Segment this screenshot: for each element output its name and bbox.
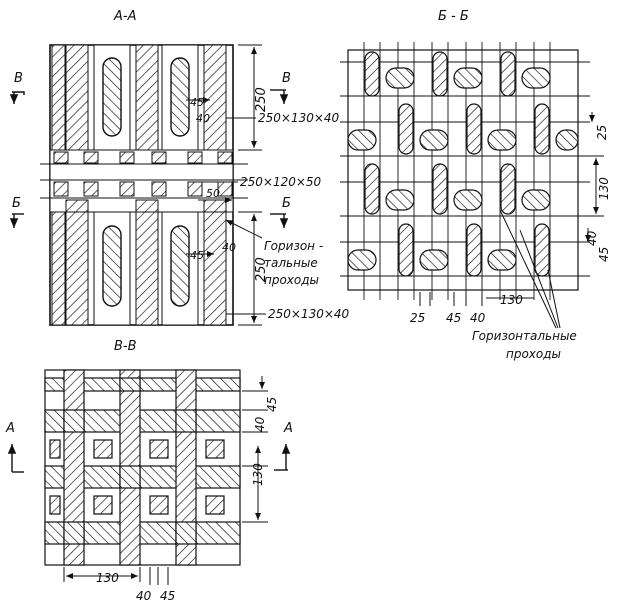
bb-outline: [347, 49, 579, 291]
svg-text:130: 130: [251, 463, 265, 486]
aa-passages-label-1: Горизон -: [264, 239, 323, 253]
svg-text:25: 25: [595, 125, 609, 140]
section-vv-title: В-В: [114, 339, 137, 354]
marker-a-left: А: [5, 421, 24, 473]
section-bb: Б - Б: [340, 9, 611, 361]
section-bb-title: Б - Б: [438, 9, 469, 24]
svg-text:45: 45: [160, 589, 175, 603]
aa-passages-label-3: проходы: [264, 273, 319, 287]
svg-text:Б: Б: [282, 196, 291, 211]
svg-text:130: 130: [500, 293, 523, 307]
svg-text:45: 45: [597, 247, 611, 262]
svg-text:А: А: [5, 421, 15, 436]
svg-text:40: 40: [136, 589, 152, 603]
aa-dimensions: 250 250 45 40 50 45 40: [186, 44, 269, 326]
svg-text:В: В: [282, 71, 291, 86]
svg-text:45: 45: [265, 397, 279, 412]
bb-passages-label-1: Горизонтальные: [472, 329, 577, 343]
aa-middle-band: [40, 149, 248, 213]
aa-passages-label-2: тальные: [264, 256, 318, 270]
bb-dimensions-right: 25 130 40 45: [580, 112, 611, 262]
svg-text:250: 250: [254, 87, 269, 112]
marker-b-left: Б: [9, 196, 24, 228]
svg-text:45: 45: [446, 311, 461, 325]
vv-dimensions-right: 45 40 130: [242, 376, 279, 523]
svg-text:40: 40: [196, 112, 210, 125]
svg-text:40: 40: [585, 230, 599, 246]
marker-a-right: А: [274, 421, 293, 471]
aa-brick-bot-label: 250×130×40: [268, 307, 350, 321]
aa-bottom-bricks: [51, 211, 227, 326]
svg-text:45: 45: [190, 96, 204, 109]
svg-text:Б: Б: [12, 196, 21, 211]
svg-text:50: 50: [206, 187, 220, 200]
marker-v-right: В: [270, 71, 291, 104]
marker-b-right: Б: [270, 196, 291, 228]
svg-text:250: 250: [254, 257, 269, 282]
section-vv: В-В: [5, 339, 293, 603]
svg-text:В: В: [14, 71, 23, 86]
svg-text:40: 40: [253, 416, 267, 432]
vv-weave: [44, 369, 241, 566]
section-aa-title: А-А: [113, 9, 136, 24]
bb-passages-label-2: проходы: [506, 347, 561, 361]
svg-text:45: 45: [190, 249, 204, 262]
svg-text:130: 130: [96, 571, 119, 585]
marker-v-left: В: [9, 71, 25, 104]
svg-text:40: 40: [470, 311, 486, 325]
vv-dimensions-bottom: 130 40 45: [63, 567, 175, 603]
aa-top-bricks: [51, 44, 227, 151]
svg-text:25: 25: [410, 311, 425, 325]
svg-text:130: 130: [597, 177, 611, 200]
bb-dimensions-bottom: 25 45 40 130: [410, 292, 534, 325]
svg-text:А: А: [283, 421, 293, 436]
aa-brick-top-label: 250×130×40: [258, 111, 340, 125]
svg-text:40: 40: [222, 241, 236, 254]
aa-brick-mid-label: 250×120×50: [240, 175, 322, 189]
section-aa: А-А: [9, 9, 350, 326]
bb-bricks: [347, 51, 579, 277]
